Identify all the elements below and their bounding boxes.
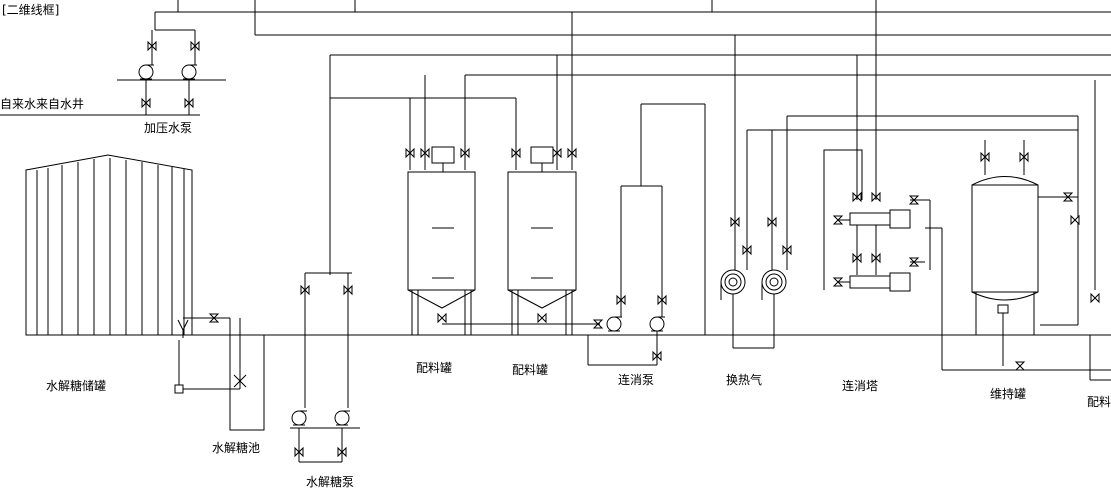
mix-tank-2-label: 配料罐 bbox=[512, 363, 548, 377]
sterilize-pump-2 bbox=[649, 316, 666, 332]
hydrolysis-pump-2 bbox=[334, 410, 351, 426]
heat-exchanger-label: 换热气 bbox=[726, 372, 762, 387]
mix-tank-1 bbox=[405, 75, 476, 335]
booster-pump-2 bbox=[181, 64, 198, 80]
top-piping bbox=[155, 0, 1111, 275]
sterilize-tower bbox=[823, 0, 1111, 371]
booster-pump-group bbox=[0, 12, 226, 116]
sterilize-pump-1 bbox=[606, 316, 623, 332]
hydrolysis-pump-label: 水解糖泵 bbox=[306, 474, 354, 489]
storage-tank bbox=[25, 154, 193, 336]
hydrolysis-pump-1 bbox=[291, 410, 308, 426]
holding-tank-label: 维持罐 bbox=[990, 386, 1026, 401]
sterilize-pump-label: 连消泵 bbox=[618, 372, 654, 387]
storage-tank-label: 水解糖储罐 bbox=[46, 378, 106, 393]
mix-tank-2 bbox=[442, 12, 600, 335]
hydrolysis-pool-label: 水解糖池 bbox=[212, 440, 260, 455]
booster-pump-label: 加压水泵 bbox=[144, 121, 192, 135]
sterilize-pump-group bbox=[587, 103, 706, 366]
water-source-label: 自来水来自水井 bbox=[0, 97, 84, 111]
booster-pump-1 bbox=[138, 64, 155, 80]
hydrolysis-pump-group bbox=[290, 272, 360, 463]
holding-tank bbox=[971, 80, 1111, 381]
viewport-note: [二维线框] bbox=[2, 3, 59, 17]
mix-tank-1-label: 配料罐 bbox=[416, 361, 452, 375]
mix-partial-label: 配料 bbox=[1087, 395, 1111, 409]
hydrolysis-pool bbox=[229, 335, 265, 431]
sterilize-tower-label: 连消塔 bbox=[842, 378, 878, 393]
